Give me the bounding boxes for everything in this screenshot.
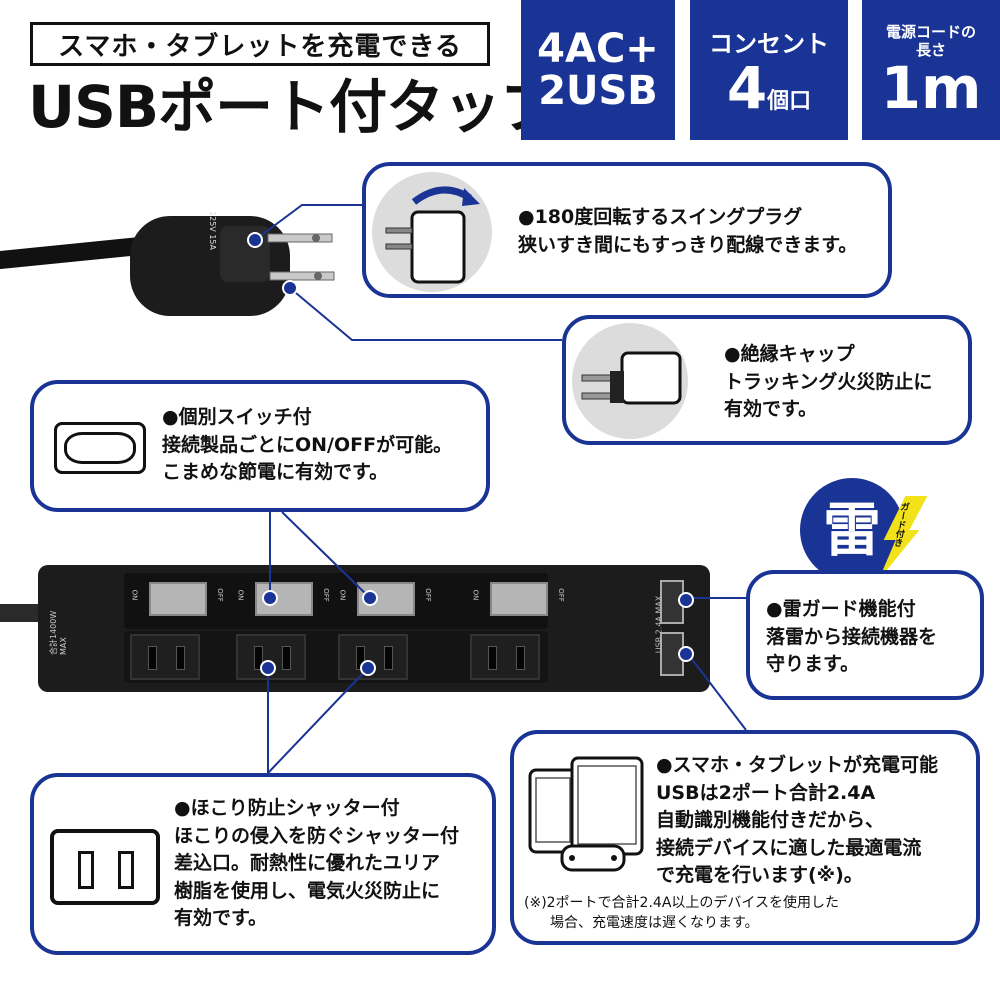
swing-plug-thumbnail <box>372 172 492 292</box>
insulation-cap-heading: ●絶縁キャップ <box>724 343 855 365</box>
shutter-desc2: 差込口。耐熱性に優れたユリア <box>174 852 441 875</box>
switch-off-label: OFF <box>215 588 224 602</box>
lightning-callout: ●雷ガード機能付 落雷から接続機器を 守ります。 <box>746 570 984 700</box>
swing-plug-heading: ●180度回転するスイングプラグ <box>518 206 803 228</box>
lightning-desc2: 守ります。 <box>766 653 860 676</box>
switch-desc2: こまめな節電に有効です。 <box>162 461 389 484</box>
switch-rocker <box>255 582 313 616</box>
usb-desc3: 接続デバイスに適した最適電流 <box>656 836 922 859</box>
outlet-switch-4[interactable]: ON OFF <box>468 576 574 622</box>
swing-plug-callout: ●180度回転するスイングプラグ 狭いすき間にもすっきり配線できます。 <box>362 162 892 298</box>
power-strip-cord <box>0 604 44 622</box>
usb-port-label: USB 2.4A MAX <box>654 595 664 654</box>
shutter-heading: ●ほこり防止シャッター付 <box>174 797 400 819</box>
switch-on-label: ON <box>471 589 480 601</box>
socket-slot-right <box>384 646 393 670</box>
usb-callout: ●スマホ・タブレットが充電可能 USBは2ポート合計2.4A 自動識別機能付きだ… <box>510 730 980 945</box>
outlet-switch-1[interactable]: ON OFF <box>127 576 233 622</box>
usb-desc4: で充電を行います(※)。 <box>656 864 863 887</box>
shutter-desc3: 樹脂を使用し、電気火災防止に <box>174 879 441 902</box>
socket-slot-right <box>282 646 291 670</box>
usb-desc2: 自動識別機能付きだから、 <box>656 809 885 832</box>
spec-cord-label1: 電源コードの <box>885 23 976 41</box>
insulation-cap-desc2: 有効です。 <box>724 398 818 421</box>
switch-desc1: 接続製品ごとにON/OFFが可能。 <box>162 433 453 456</box>
spec-outlets-badge: コンセント 4個口 <box>690 0 848 140</box>
usb-desc1: USBは2ポート合計2.4A <box>656 781 876 804</box>
outlet-socket-4[interactable] <box>470 634 540 680</box>
spec-cord-label2: 長さ <box>915 41 946 59</box>
usb-port-2[interactable] <box>660 632 684 676</box>
insulation-cap-callout: ●絶縁キャップ トラッキング火災防止に 有効です。 <box>562 315 972 445</box>
usb-note2: 場合、充電速度は遅くなります。 <box>550 914 759 931</box>
outlet-socket-2[interactable] <box>236 634 306 680</box>
shutter-callout: ●ほこり防止シャッター付 ほこりの侵入を防ぐシャッター付 差込口。耐熱性に優れた… <box>30 773 496 955</box>
socket-slot-left <box>148 646 157 670</box>
outlet-switch-2[interactable]: ON OFF <box>233 576 339 622</box>
lightning-desc1: 落雷から接続機器を <box>766 625 938 648</box>
spec-ports-line1: 4AC+ <box>537 26 659 72</box>
lightning-guard-tag: ガード付き <box>873 496 928 580</box>
plug-cap-icon <box>581 351 682 405</box>
socket-slot-right <box>176 646 185 670</box>
socket-slot-left <box>356 646 365 670</box>
subtitle: スマホ・タブレットを充電できる <box>58 31 462 62</box>
shutter-desc1: ほこりの侵入を防ぐシャッター付 <box>174 824 460 847</box>
subtitle-box: スマホ・タブレットを充電できる <box>30 22 490 66</box>
outlet-shutter-icon <box>50 829 160 905</box>
spec-cord-badge: 電源コードの 長さ 1m <box>862 0 1000 140</box>
socket-slot-left <box>254 646 263 670</box>
tablet-smartphone-icon <box>528 756 644 872</box>
lightning-bolt-icon <box>878 496 928 580</box>
switch-on-label: ON <box>338 589 347 601</box>
switch-off-label: OFF <box>423 588 432 602</box>
usb-heading: ●スマホ・タブレットが充電可能 <box>656 754 939 776</box>
insulation-cap-thumbnail <box>572 323 688 439</box>
usb-port-1[interactable] <box>660 580 684 624</box>
switch-on-label: ON <box>130 589 139 601</box>
switch-rocker <box>357 582 415 616</box>
insulation-cap-desc1: トラッキング火災防止に <box>724 370 933 393</box>
shutter-desc4: 有効です。 <box>174 907 268 930</box>
plug-with-cord <box>0 216 335 316</box>
spec-outlets-label: コンセント <box>709 29 829 58</box>
outlet-socket-1[interactable] <box>130 634 200 680</box>
spec-outlets-number: 4 <box>726 53 768 122</box>
lightning-heading: ●雷ガード機能付 <box>766 598 916 620</box>
switch-rocker <box>149 582 207 616</box>
swing-plug-icon <box>385 186 480 284</box>
switch-off-label: OFF <box>556 588 565 602</box>
rocker-switch-icon <box>54 422 146 474</box>
lightning-badge: 雷 <box>800 478 904 582</box>
socket-slot-right <box>516 646 525 670</box>
switch-off-label: OFF <box>321 588 330 602</box>
main-title: USBポート付タップ <box>28 73 558 141</box>
spec-ports-line2: 2USB <box>538 68 658 114</box>
spec-outlets-unit: 個口 <box>767 88 812 114</box>
outlet-switch-3[interactable]: ON OFF <box>335 576 441 622</box>
swing-plug-desc: 狭いすき間にもすっきり配線できます。 <box>518 233 858 256</box>
power-strip-rating: 合計1400W MAX <box>49 610 68 655</box>
usb-note1: (※)2ポートで合計2.4A以上のデバイスを使用した <box>524 895 839 911</box>
socket-slot-left <box>488 646 497 670</box>
switch-heading: ●個別スイッチ付 <box>162 406 312 428</box>
spec-ports-badge: 4AC+ 2USB <box>521 0 675 140</box>
switch-on-label: ON <box>236 589 245 601</box>
outlet-socket-3[interactable] <box>338 634 408 680</box>
switch-callout: ●個別スイッチ付 接続製品ごとにON/OFFが可能。 こまめな節電に有効です。 <box>30 380 490 512</box>
plug-rating-text: 125V 15A <box>207 211 217 250</box>
switch-rocker <box>490 582 548 616</box>
lightning-badge-text: 雷 <box>822 496 881 564</box>
spec-cord-value: 1m <box>880 54 982 122</box>
